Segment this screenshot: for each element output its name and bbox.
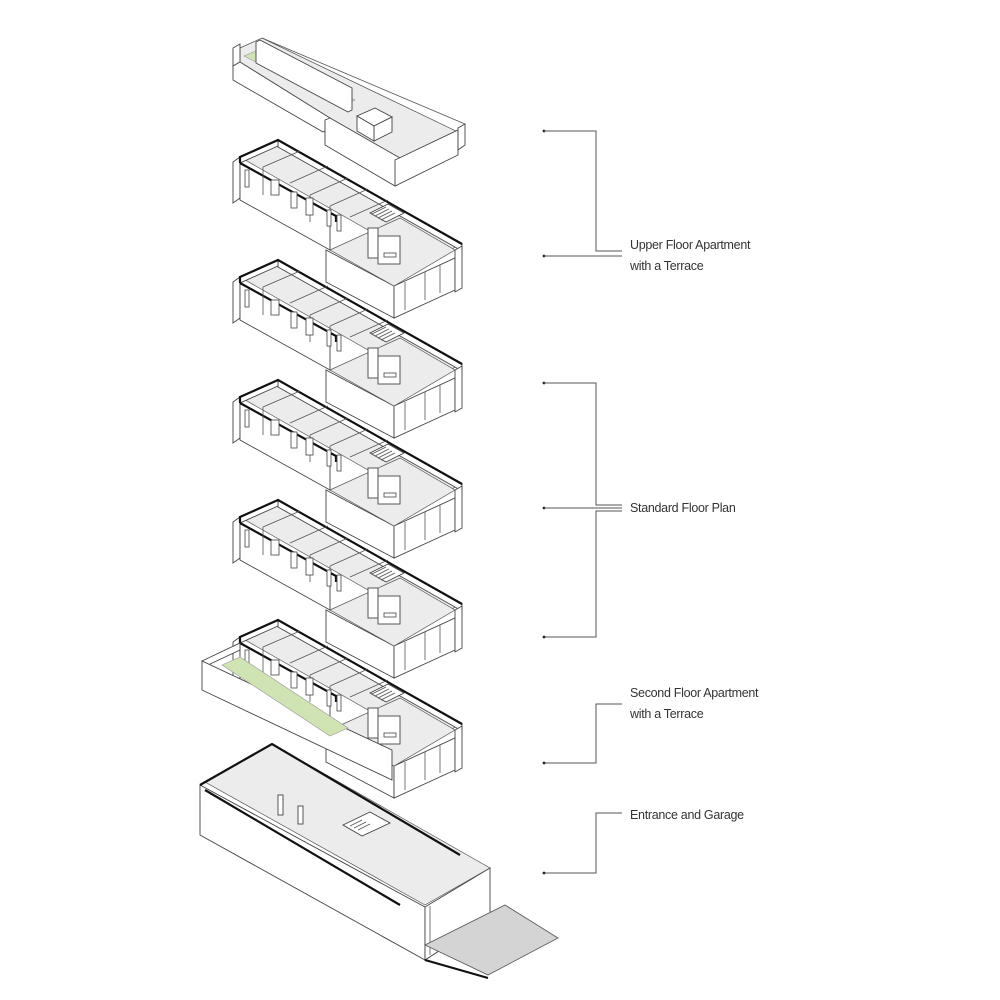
entrance-ramp xyxy=(424,904,559,976)
label-second-line2: with a Terrace xyxy=(629,707,704,721)
label-upper-line1: Upper Floor Apartment xyxy=(630,238,751,252)
entrance-garage-level xyxy=(199,742,559,980)
second-floor-apartment-level xyxy=(201,618,464,800)
leader-second xyxy=(542,703,622,765)
leader-upper xyxy=(542,129,622,258)
roof-terrace-level xyxy=(232,37,466,187)
second-floor-terrace-green xyxy=(221,656,349,737)
leader-standard xyxy=(542,381,622,639)
label-second-line1: Second Floor Apartment xyxy=(630,686,759,700)
label-entrance: Entrance and Garage xyxy=(630,808,744,822)
label-standard: Standard Floor Plan xyxy=(630,501,736,515)
leader-entrance xyxy=(542,812,622,875)
label-upper-line2: with a Terrace xyxy=(629,259,704,273)
